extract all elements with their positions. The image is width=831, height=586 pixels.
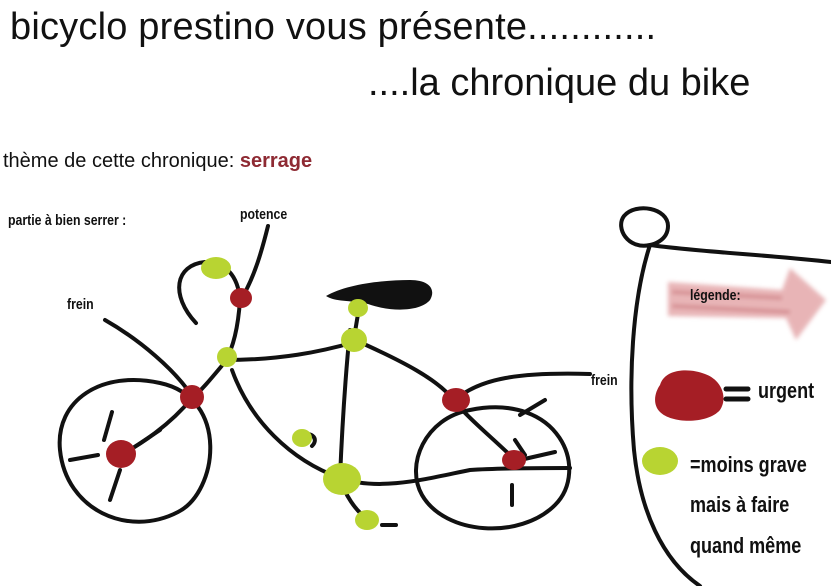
rear-wheel <box>414 398 572 531</box>
legend-less-grave-line1: =moins grave <box>690 452 807 477</box>
parts-heading: partie à bien serrer : <box>8 212 127 229</box>
urgent-points <box>106 288 526 470</box>
legend-urgent-label: urgent <box>758 378 815 403</box>
less-grave-point-pedal-right <box>355 510 379 530</box>
less-grave-point-handlebar <box>201 257 231 279</box>
legend-less-grave-marker <box>642 447 678 475</box>
legend-less-grave-line2: mais à faire <box>690 492 790 517</box>
bicycle-saddle <box>326 280 433 310</box>
urgent-point-rear-hub <box>502 450 526 470</box>
page-title-line1: bicyclo prestino vous présente..........… <box>10 6 657 48</box>
less-grave-points <box>201 257 379 530</box>
less-grave-point-seatpost <box>348 299 368 317</box>
legend-arrow-icon <box>668 268 826 340</box>
label-potence: potence <box>240 206 288 223</box>
theme-value: serrage <box>239 150 313 172</box>
urgent-point-front-hub <box>106 440 136 468</box>
less-grave-point-seat-clamp <box>341 328 367 352</box>
urgent-point-potence <box>230 288 252 308</box>
less-grave-point-bottom-bracket <box>323 463 361 495</box>
legend-less-grave-line3: quand même <box>690 533 802 558</box>
urgent-point-rear-brake <box>442 388 470 412</box>
theme-label: thème de cette chronique: <box>3 150 235 172</box>
theme-line: thème de cette chronique: serrage <box>3 150 312 173</box>
legend-equals-icon <box>723 386 751 402</box>
legend-title: légende: <box>690 287 741 304</box>
label-frein-rear: frein <box>591 372 618 389</box>
less-grave-point-headset <box>217 347 237 367</box>
page-title-line2: ....la chronique du bike <box>368 62 751 104</box>
label-frein-front: frein <box>67 296 94 313</box>
less-grave-point-pedal-left <box>292 429 312 447</box>
urgent-point-front-brake <box>180 385 204 409</box>
legend-panel-outline <box>619 206 831 586</box>
legend-urgent-marker <box>655 370 724 421</box>
